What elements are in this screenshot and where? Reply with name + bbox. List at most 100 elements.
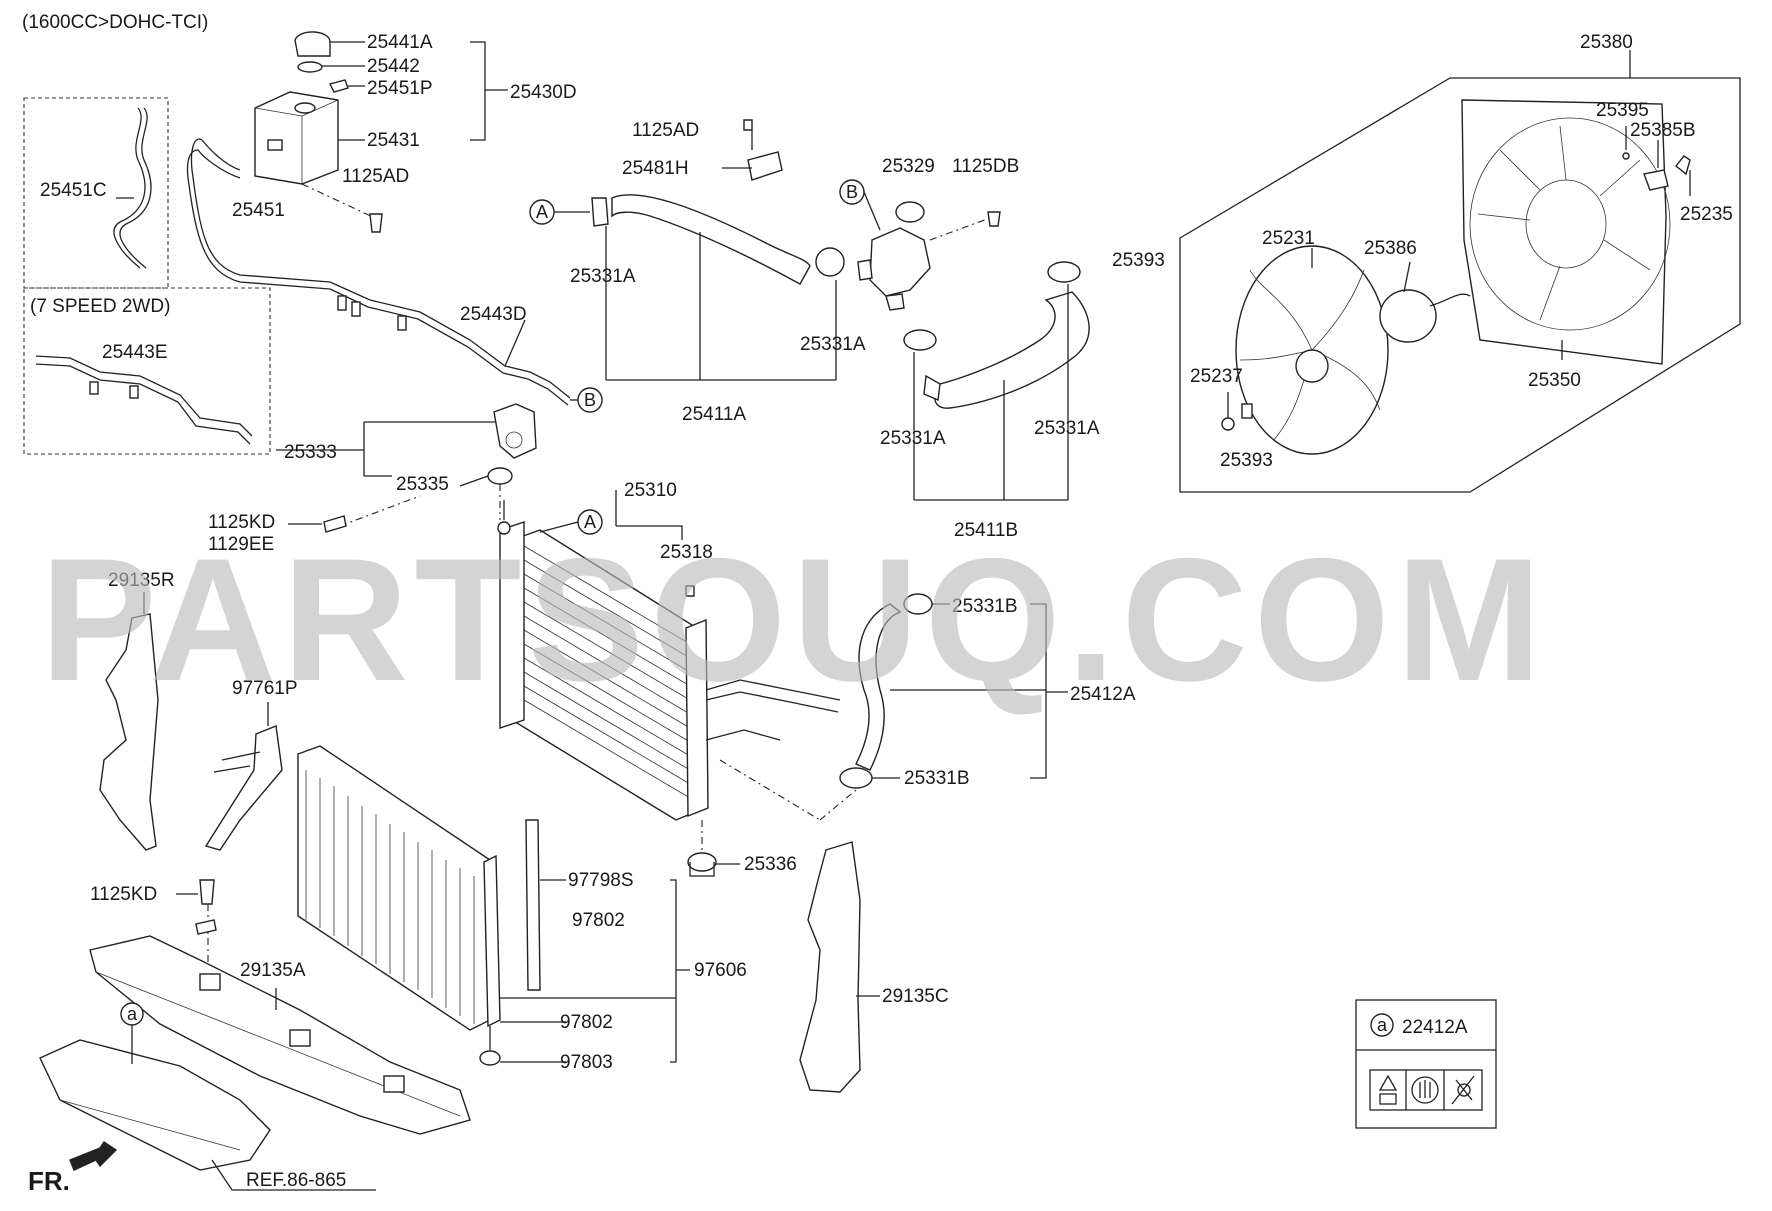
clamp-25331A-1: [591, 197, 609, 227]
nut-25393-b: [1241, 403, 1253, 419]
air-guard-29135A: [89, 935, 471, 1135]
bolt-1125DB: [987, 211, 1001, 227]
label-97798S: 97798S: [568, 870, 634, 891]
label-25336: 25336: [744, 854, 797, 875]
fan-shroud-25350: [1461, 99, 1667, 365]
bolt-1125AD-b: [743, 119, 753, 131]
engine-header: (1600CC>DOHC-TCI): [22, 12, 208, 33]
label-25331B-2: 25331B: [904, 768, 970, 789]
label-29135R: 29135R: [108, 570, 175, 591]
ref-label: REF.86-865: [246, 1170, 346, 1191]
label-25451P: 25451P: [367, 78, 433, 99]
bolt-1125AD-a: [369, 213, 383, 233]
label-97802-a: 97802: [572, 910, 625, 931]
label-97803: 97803: [560, 1052, 613, 1073]
label-25331A-2: 25331A: [800, 334, 866, 355]
svg-text:B: B: [584, 390, 596, 410]
svg-text:a: a: [1377, 1015, 1388, 1035]
label-25380: 25380: [1580, 32, 1633, 53]
hose-25411B: [934, 291, 1090, 409]
label-25430D: 25430D: [510, 82, 577, 103]
clamp-25331A-2: [815, 247, 845, 277]
hose-25451: [190, 138, 331, 283]
bracket-25481H: [747, 151, 783, 181]
screw-25235: [1675, 155, 1691, 176]
label-1125KD-b: 1125KD: [90, 884, 157, 905]
air-guard-29135C: [799, 841, 861, 1093]
mount-25335: [487, 467, 513, 485]
nut-25237: [1221, 417, 1235, 431]
fan-caution-icon: [1451, 1075, 1475, 1105]
label-25481H: 25481H: [622, 158, 689, 179]
thermostat-housing-25329: [869, 227, 931, 297]
label-25331A-4: 25331A: [1034, 418, 1100, 439]
clamp-25331B-2: [839, 767, 873, 789]
bolt-1125KD-a: [323, 515, 347, 533]
label-25393-a: 25393: [1112, 250, 1165, 271]
bracket-25333: [493, 403, 537, 459]
hose-25481: [611, 194, 811, 285]
variant-header: (7 SPEED 2WD): [30, 296, 170, 317]
reservoir-tank: [254, 91, 339, 185]
label-25329: 25329: [882, 156, 935, 177]
label-25331B-1: 25331B: [952, 596, 1018, 617]
label-25443E: 25443E: [102, 342, 168, 363]
inset-box-7speed: [23, 287, 271, 455]
label-29135C: 29135C: [882, 986, 949, 1007]
label-25395: 25395: [1596, 100, 1649, 121]
pipe-25443D: [329, 281, 571, 399]
caution-label: [1369, 1069, 1483, 1111]
label-25350: 25350: [1528, 370, 1581, 391]
fan-assembly-box: [1179, 77, 1741, 493]
label-25442: 25442: [367, 56, 420, 77]
label-25393-b: 25393: [1220, 450, 1273, 471]
label-25235: 25235: [1680, 204, 1733, 225]
no-hand-icon: [1411, 1076, 1439, 1104]
label-1125KD-a: 1125KD: [208, 512, 275, 533]
label-25451: 25451: [232, 200, 285, 221]
motor-25386: [1379, 289, 1437, 343]
svg-text:a: a: [127, 1004, 138, 1024]
legend-symbol: [1370, 1013, 1394, 1037]
hose-25451C: [113, 107, 146, 269]
svg-text:B: B: [846, 182, 858, 202]
reservoir-cap: [294, 31, 331, 57]
svg-text:A: A: [584, 512, 596, 532]
svg-text:A: A: [536, 202, 548, 222]
label-1125AD-b: 1125AD: [632, 120, 699, 141]
clip-25395: [1622, 152, 1630, 160]
label-25441A: 25441A: [367, 32, 433, 53]
clamp-25331A-4: [1047, 261, 1081, 283]
label-25412A: 25412A: [1070, 684, 1136, 705]
label-25335: 25335: [396, 474, 449, 495]
front-arrow-icon: [69, 1141, 118, 1171]
seal-97798S: [525, 819, 541, 991]
label-25431: 25431: [367, 130, 420, 151]
legend-box: [1355, 999, 1497, 1129]
label-25331A-3: 25331A: [880, 428, 946, 449]
bolt-1125KD-b: [199, 879, 215, 905]
undercover: [39, 1039, 271, 1171]
label-97761P: 97761P: [232, 678, 298, 699]
label-1129EE: 1129EE: [208, 534, 274, 555]
fitting-25451P: [328, 79, 349, 93]
resistor-25385B: [1643, 169, 1669, 191]
hose-25412A: [855, 603, 902, 771]
label-25331A-1: 25331A: [570, 266, 636, 287]
mount-25336: [687, 852, 717, 872]
label-25411B: 25411B: [954, 520, 1018, 541]
label-25385B: 25385B: [1630, 120, 1696, 141]
label-25451C: 25451C: [40, 180, 107, 201]
air-guard-29135R: [99, 613, 159, 851]
label-97802-b: 97802: [560, 1012, 613, 1033]
clamp-25331A-3: [903, 329, 937, 351]
label-25411A: 25411A: [682, 404, 746, 425]
label-25237: 25237: [1190, 366, 1243, 387]
front-marker: FR.: [28, 1166, 70, 1196]
label-25231: 25231: [1262, 228, 1315, 249]
plug-25318: [685, 585, 695, 597]
warning-icon: [1378, 1074, 1398, 1091]
label-29135A: 29135A: [240, 960, 306, 981]
bracket-97761P: [204, 725, 283, 851]
